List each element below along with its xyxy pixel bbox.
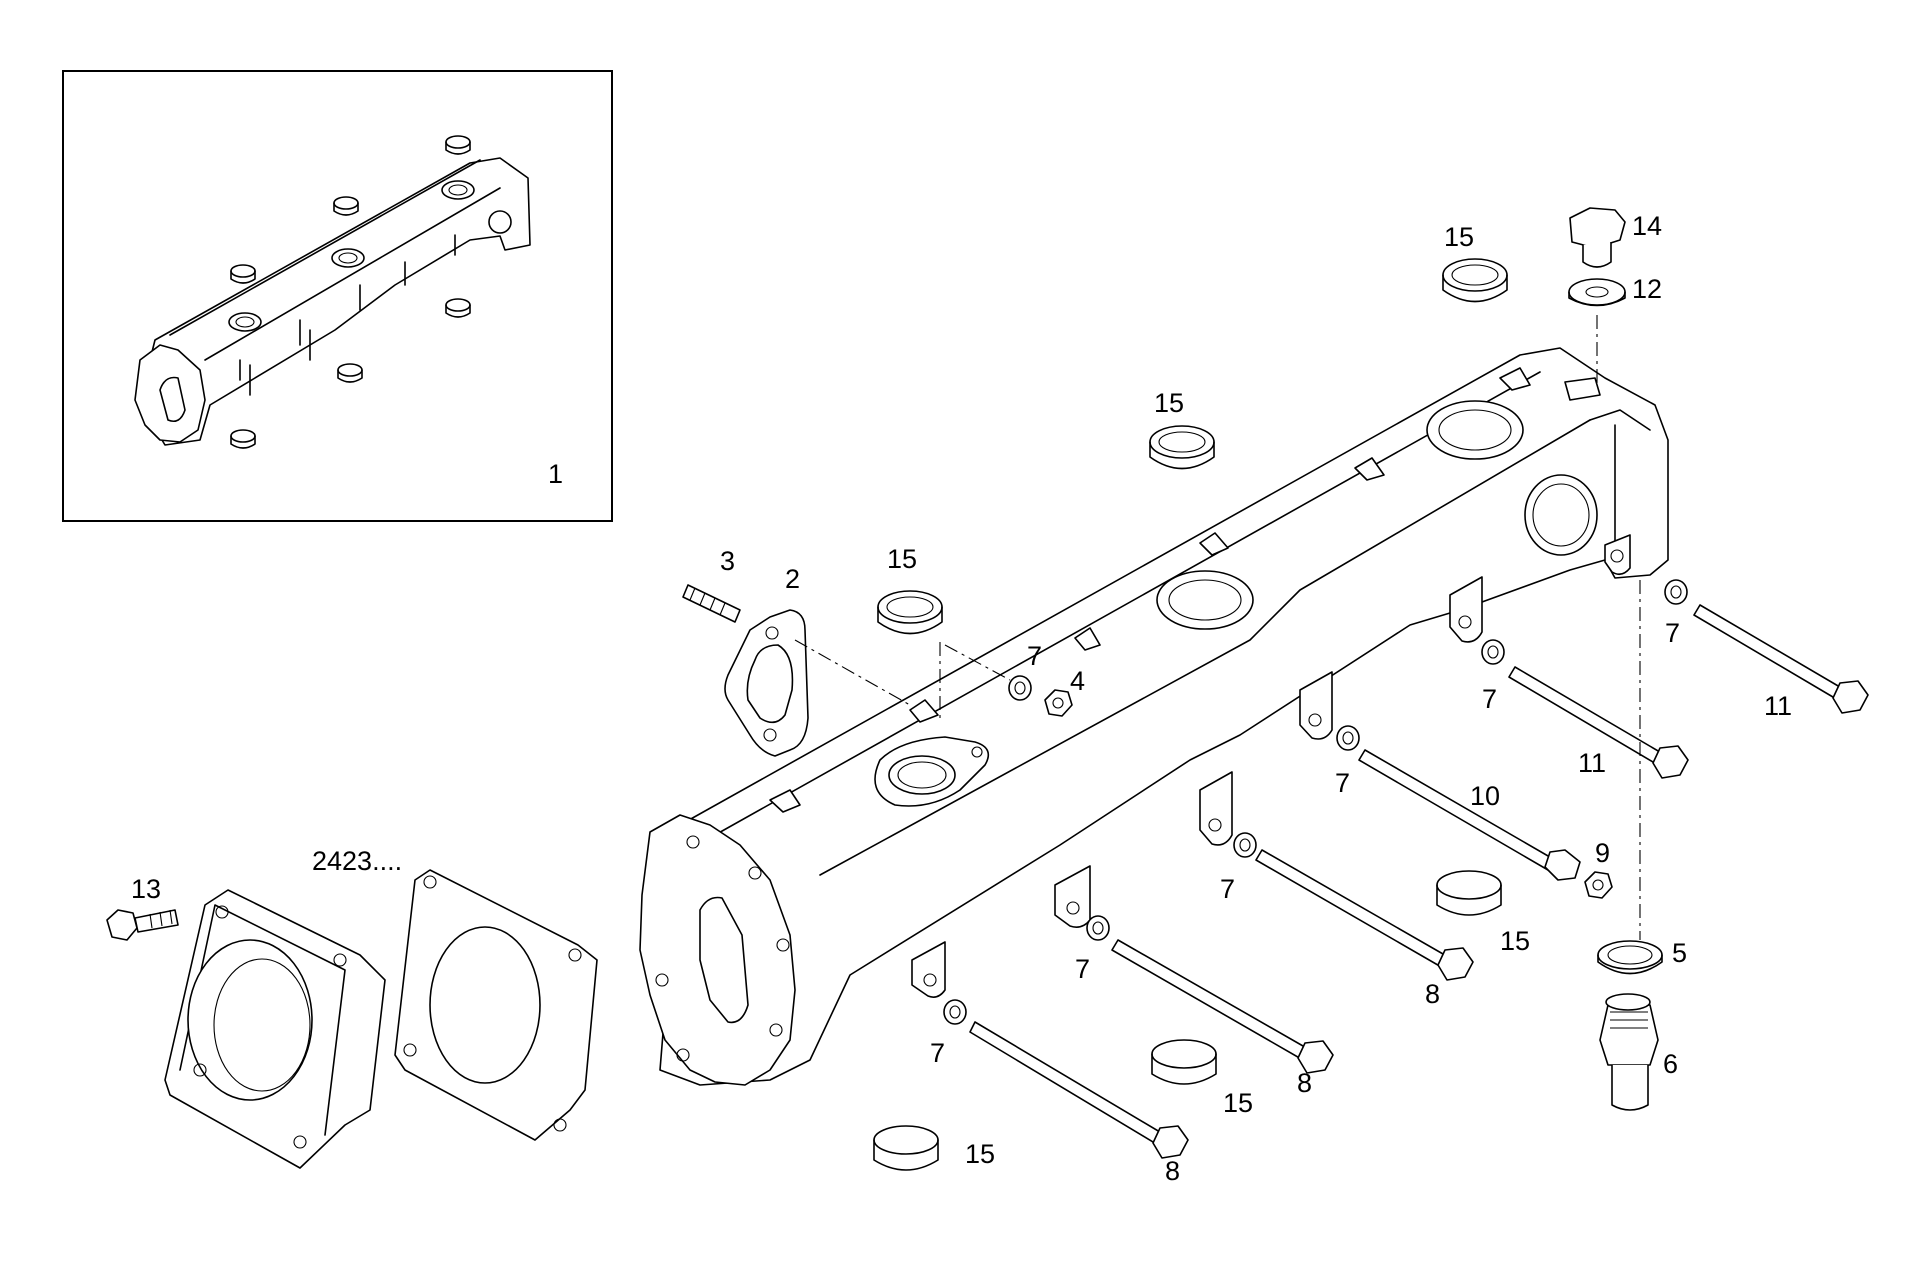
nut-4 — [1044, 689, 1073, 717]
plug-cap-c — [873, 1125, 939, 1171]
callout-5: 5 — [1672, 938, 1687, 968]
bolt-13 — [106, 909, 179, 941]
plug-14 — [1569, 207, 1626, 268]
washer-d — [1336, 725, 1360, 751]
washer-g — [943, 999, 967, 1025]
washer-c — [1664, 579, 1688, 605]
bolts — [969, 604, 1869, 1159]
callout-11-b: 11 — [1578, 748, 1606, 778]
callout-15-e: 15 — [1223, 1088, 1253, 1118]
callout-7-f: 7 — [1075, 954, 1090, 984]
exhaust-gasket-ref — [394, 869, 598, 1141]
flange-gasket-2 — [724, 609, 809, 757]
callout-3: 3 — [720, 546, 735, 576]
washer-12 — [1568, 278, 1626, 307]
washer-a — [1008, 675, 1032, 701]
seal-5 — [1597, 940, 1663, 975]
bolt-11-a — [1508, 666, 1689, 779]
washers-7 — [943, 579, 1688, 1025]
washer-e — [1233, 832, 1257, 858]
top-bosses — [769, 367, 1601, 813]
callout-7-d: 7 — [1335, 768, 1350, 798]
bolt-11-b — [1693, 604, 1869, 714]
reference-2423: 2423.... — [312, 846, 402, 876]
callout-4: 4 — [1070, 666, 1085, 696]
seal-ring-c — [1442, 258, 1508, 303]
callout-7-a: 7 — [1027, 641, 1042, 671]
seal-ring-b — [1149, 425, 1215, 470]
callout-15-d: 15 — [1500, 926, 1530, 956]
callout-2: 2 — [785, 564, 800, 594]
seal-ring-a — [877, 590, 943, 635]
callout-12: 12 — [1632, 274, 1662, 304]
callout-7-e: 7 — [1220, 874, 1235, 904]
exhaust-adapter-flange — [164, 889, 386, 1169]
mounting-lugs — [911, 534, 1631, 998]
callout-labels: 3 2 15 15 15 14 12 7 4 7 11 7 11 7 10 9 … — [131, 211, 1792, 1186]
inset-seal-rings — [230, 135, 471, 449]
callout-1: 1 — [548, 459, 563, 489]
callout-8-b: 8 — [1297, 1068, 1312, 1098]
exhaust-manifold — [639, 347, 1669, 1086]
callout-14: 14 — [1632, 211, 1662, 241]
callout-15-f: 15 — [965, 1139, 995, 1169]
callout-15-b: 15 — [1154, 388, 1184, 418]
callout-10: 10 — [1470, 781, 1500, 811]
callout-15-c: 15 — [1444, 222, 1474, 252]
callout-13: 13 — [131, 874, 161, 904]
seal-rings-15 — [873, 258, 1508, 1171]
callout-7-g: 7 — [930, 1038, 945, 1068]
washer-b — [1481, 639, 1505, 665]
bolt-8-a — [969, 1021, 1189, 1159]
plug-cap-a — [1436, 870, 1502, 916]
callout-8-a: 8 — [1425, 979, 1440, 1009]
plug-cap-b — [1151, 1039, 1217, 1085]
callout-11-a: 11 — [1764, 691, 1792, 721]
bolt-8-b — [1111, 939, 1334, 1074]
bolt-10 — [1358, 749, 1581, 881]
inset-manifold — [134, 157, 531, 446]
callout-7-b: 7 — [1665, 618, 1680, 648]
washer-f — [1086, 915, 1110, 941]
callout-7-c: 7 — [1482, 684, 1497, 714]
port-flanges — [874, 400, 1598, 807]
callout-15-a: 15 — [887, 544, 917, 574]
callout-6: 6 — [1663, 1049, 1678, 1079]
inset-assembly-view: 1 — [62, 70, 613, 522]
nut-9 — [1584, 871, 1613, 899]
callout-9: 9 — [1595, 838, 1610, 868]
fitting-6 — [1599, 993, 1659, 1111]
stud-3 — [682, 584, 741, 623]
bolt-8-c — [1255, 849, 1474, 981]
callout-8-c: 8 — [1165, 1156, 1180, 1186]
